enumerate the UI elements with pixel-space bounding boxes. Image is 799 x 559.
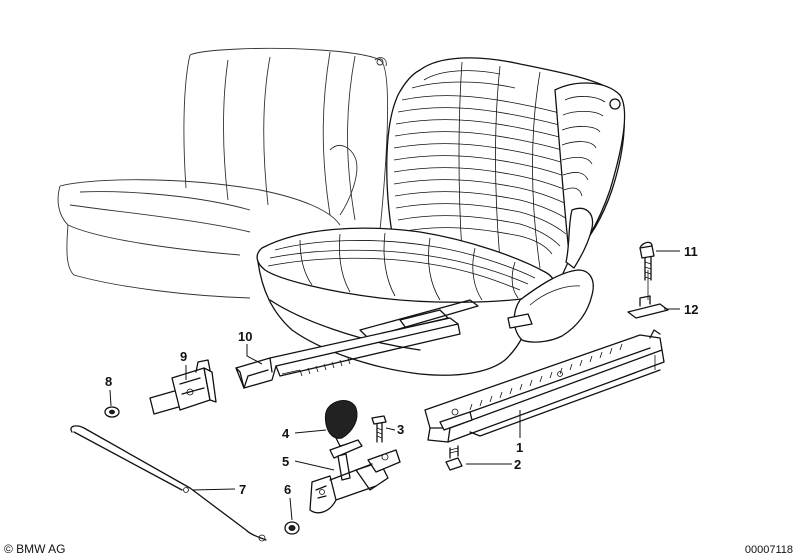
cushion-stripes xyxy=(267,232,536,301)
bolt-11 xyxy=(639,241,655,281)
callout-2: 2 xyxy=(514,457,521,472)
rail-right xyxy=(424,329,665,443)
rail-left xyxy=(235,317,461,389)
callout-11: 11 xyxy=(684,244,698,259)
rod-7 xyxy=(70,425,267,542)
callout-12: 12 xyxy=(684,302,698,317)
clip-12 xyxy=(627,270,669,319)
washer-8 xyxy=(104,406,120,418)
knob-4 xyxy=(324,400,358,447)
nut-6 xyxy=(284,521,300,535)
callout-3: 3 xyxy=(397,422,404,437)
callout-4: 4 xyxy=(282,426,290,441)
callout-10: 10 xyxy=(238,329,252,344)
callout-7: 7 xyxy=(239,482,246,497)
callout-8: 8 xyxy=(105,374,112,389)
front-seat xyxy=(256,57,626,376)
callout-1: 1 xyxy=(516,440,523,455)
diagram-number: 00007118 xyxy=(744,544,793,556)
bracket-9 xyxy=(149,359,217,415)
bolt-2 xyxy=(445,445,463,471)
callout-6: 6 xyxy=(284,482,291,497)
screw-3 xyxy=(371,415,387,443)
copyright-text: © BMW AG xyxy=(4,542,66,556)
leader-lines xyxy=(109,250,680,521)
callout-9: 9 xyxy=(180,349,187,364)
callout-5: 5 xyxy=(282,454,289,469)
bracket-5 xyxy=(309,439,401,514)
background-seat-outline xyxy=(57,47,389,299)
callout-labels: 1 2 3 4 5 6 7 8 9 10 11 12 xyxy=(105,244,698,497)
